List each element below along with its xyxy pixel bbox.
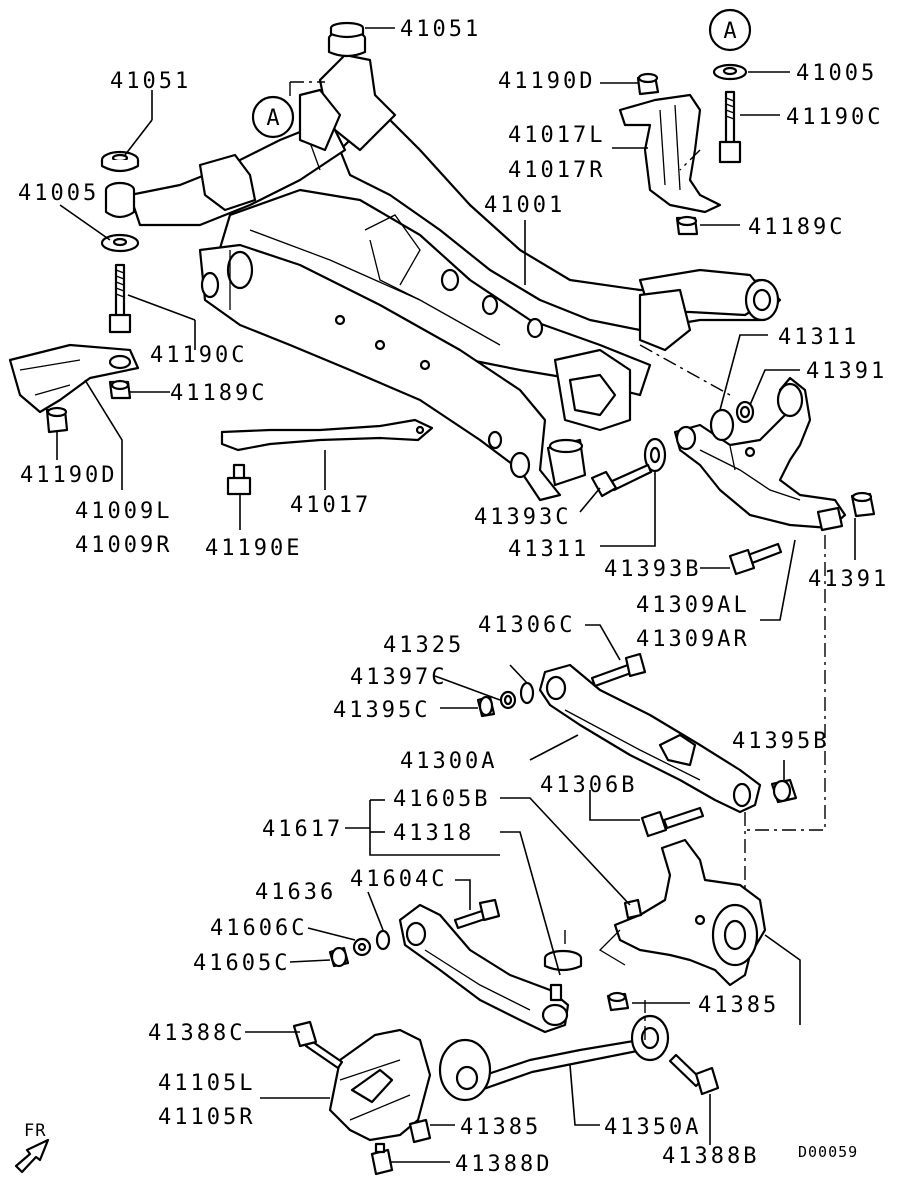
- label-41311-mid: 41311: [508, 537, 589, 562]
- bolt-41190E: [226, 463, 252, 496]
- washer-41311-mid: [643, 437, 667, 473]
- bolt-41388B: [668, 1053, 720, 1096]
- lower-arm-41617: [398, 903, 570, 1034]
- fr-label: FR: [24, 1121, 46, 1141]
- label-41189C-right: 41189C: [748, 215, 845, 240]
- callout-a-right: A: [708, 8, 752, 52]
- tie-bar-41017: [220, 418, 434, 452]
- label-41606C: 41606C: [210, 916, 307, 941]
- label-41617: 41617: [262, 817, 343, 842]
- label-41397C: 41397C: [350, 665, 447, 690]
- label-41190D-left: 41190D: [20, 463, 117, 488]
- label-41005-left: 41005: [18, 181, 99, 206]
- label-41393C: 41393C: [474, 505, 571, 530]
- nut-41605C: [328, 946, 350, 968]
- upper-arm-41309A: [673, 376, 847, 532]
- label-41385-right: 41385: [698, 993, 779, 1018]
- label-41309AL: 41309AL: [636, 593, 750, 618]
- bracket-41017L-R: [618, 72, 722, 214]
- washer-41636: [375, 929, 391, 951]
- crossmember-41001: [104, 21, 782, 502]
- label-41001: 41001: [484, 193, 565, 218]
- nut-41190D-left: [45, 406, 69, 434]
- label-41190C-right: 41190C: [786, 105, 883, 130]
- label-41190C-left: 41190C: [150, 343, 247, 368]
- lateral-link-41300A: [538, 663, 762, 814]
- label-41388C: 41388C: [148, 1021, 245, 1046]
- label-41311-top: 41311: [778, 325, 859, 350]
- svg-text:A: A: [266, 106, 279, 131]
- label-41105R: 41105R: [158, 1105, 255, 1130]
- label-41391-right: 41391: [808, 567, 889, 592]
- label-41009R: 41009R: [75, 533, 172, 558]
- label-41306C: 41306C: [478, 613, 575, 638]
- stabilizer-link-41350A: [438, 1014, 670, 1102]
- label-41391-top: 41391: [806, 359, 887, 384]
- washer-41005-right: [712, 63, 748, 81]
- part-labels: 41051 41051 41005 41190C 41189C 41190D 4…: [18, 17, 889, 1177]
- bolt-41393C: [590, 463, 653, 498]
- nut-41189C-left: [108, 379, 132, 400]
- label-41009L: 41009L: [75, 499, 172, 524]
- washer-41606C: [352, 937, 372, 957]
- nut-41189C-right: [675, 215, 699, 236]
- bolt-41190C-right: [718, 90, 742, 164]
- label-41005-right: 41005: [796, 61, 877, 86]
- bolt-41388C: [292, 1020, 344, 1070]
- diagram-code: D00059: [798, 1143, 858, 1161]
- label-41105L: 41105L: [158, 1071, 255, 1096]
- nut-41385-right: [606, 991, 630, 1012]
- washer-41397C: [499, 690, 517, 710]
- bolt-41306C: [590, 652, 647, 688]
- label-41395B: 41395B: [732, 729, 829, 754]
- front-direction-indicator: FR: [14, 1121, 50, 1174]
- label-41385-bottom: 41385: [460, 1115, 541, 1140]
- nut-41391-right: [850, 491, 876, 518]
- label-41051-top: 41051: [400, 17, 481, 42]
- bracket-41009: [8, 343, 140, 414]
- bolt-41604C: [453, 898, 501, 930]
- bushing-41051-left: [100, 150, 140, 173]
- label-41388D: 41388D: [455, 1152, 552, 1177]
- fr-arrow-icon: [14, 1138, 50, 1174]
- svg-text:A: A: [723, 19, 736, 44]
- ball-joint-41318: [543, 949, 583, 972]
- label-41393B: 41393B: [604, 557, 701, 582]
- bolt-41306B: [640, 806, 705, 838]
- label-41051-left: 41051: [110, 69, 191, 94]
- label-41190E: 41190E: [205, 536, 302, 561]
- label-41017R: 41017R: [508, 158, 605, 183]
- nut-41395B: [770, 778, 798, 804]
- bracket-41105: [328, 1028, 432, 1142]
- bolt-41388D: [370, 1142, 394, 1176]
- label-41190D-top: 41190D: [498, 69, 595, 94]
- label-41388B: 41388B: [662, 1144, 759, 1169]
- label-41017L: 41017L: [508, 123, 605, 148]
- label-41325: 41325: [383, 633, 464, 658]
- label-41309AR: 41309AR: [636, 627, 750, 652]
- washer-41325: [519, 681, 535, 705]
- label-41605B: 41605B: [393, 787, 490, 812]
- leader-lines: [56, 27, 856, 1163]
- bushing-41311-top: [709, 400, 755, 442]
- callout-a-left: A: [251, 95, 295, 139]
- label-41300A: 41300A: [400, 749, 497, 774]
- label-41605C: 41605C: [193, 951, 290, 976]
- knuckle-ref-27-250: [598, 838, 767, 987]
- label-41017: 41017: [290, 493, 371, 518]
- label-41350A: 41350A: [604, 1115, 701, 1140]
- label-41189C-left: 41189C: [170, 381, 267, 406]
- washer-41005-left: [100, 233, 140, 253]
- bolt-41190C-left: [108, 263, 132, 334]
- label-41318: 41318: [393, 821, 474, 846]
- bolt-41393B: [728, 542, 783, 576]
- label-41604C: 41604C: [350, 867, 447, 892]
- label-41395C: 41395C: [333, 698, 430, 723]
- label-41306B: 41306B: [540, 773, 637, 798]
- nut-41385-bottom: [408, 1118, 432, 1144]
- nut-41395C: [476, 695, 496, 718]
- label-41636: 41636: [255, 880, 336, 905]
- dashed-reference-lines: [289, 81, 826, 1040]
